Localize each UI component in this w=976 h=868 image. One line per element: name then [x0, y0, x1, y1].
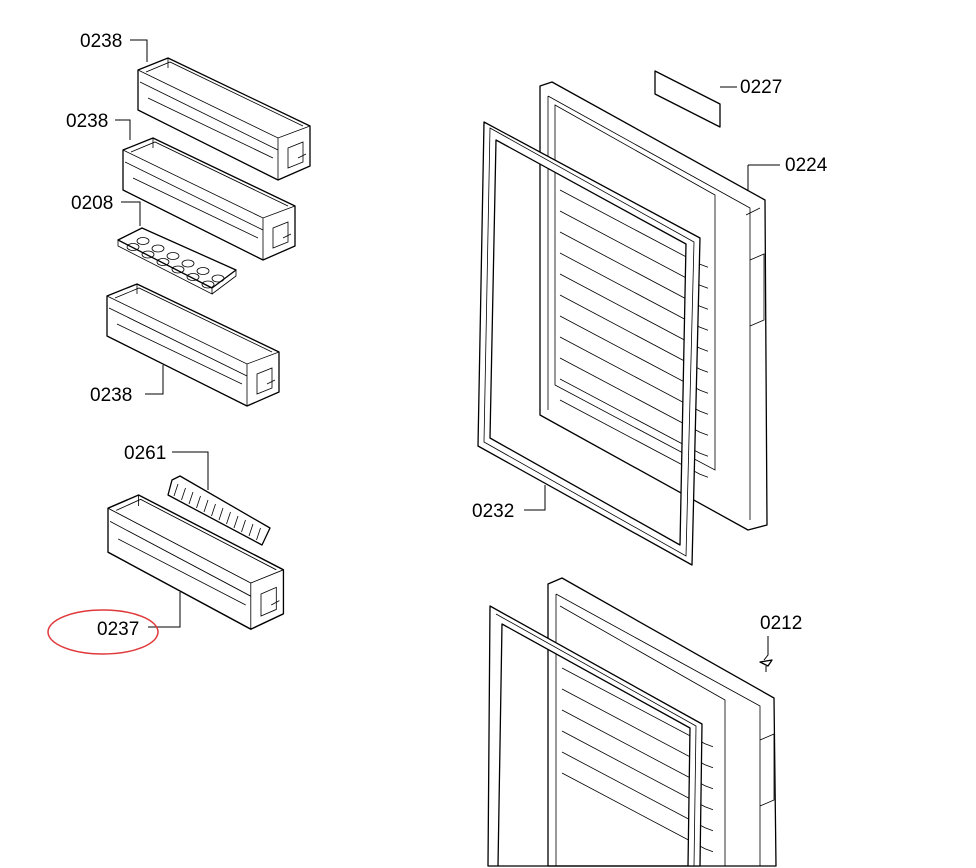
- divider-rib: [218, 507, 224, 521]
- upper-door-drawing[interactable]: [539, 81, 768, 531]
- divider-rib: [173, 483, 179, 497]
- door-slat: [561, 730, 714, 811]
- highlight-circle: [47, 609, 159, 655]
- divider-rib: [233, 515, 239, 529]
- door-slat: [559, 231, 709, 310]
- divider-rib: [256, 527, 261, 541]
- divider-drawing[interactable]: [167, 475, 271, 546]
- door-slat: [561, 751, 714, 832]
- egg-cup: [151, 244, 165, 253]
- egg-cup: [211, 274, 225, 283]
- divider-rib: [196, 495, 201, 509]
- label-0238-third: 0238: [90, 385, 132, 406]
- label-0238-top: 0238: [80, 31, 122, 52]
- leader-lines: [115, 39, 780, 661]
- door-slat: [561, 709, 714, 790]
- egg-cup: [196, 267, 210, 275]
- door-slat: [559, 357, 709, 436]
- divider-rib: [248, 523, 254, 537]
- egg-tray-drawing[interactable]: [117, 227, 237, 295]
- door-slat: [559, 273, 709, 352]
- door-slat: [559, 315, 709, 394]
- door-slat: [559, 378, 709, 457]
- shelf-third-drawing[interactable]: [106, 283, 280, 407]
- label-0261: 0261: [124, 443, 166, 464]
- egg-cup: [126, 243, 140, 251]
- door-slat: [561, 667, 714, 748]
- door-slat: [559, 210, 709, 289]
- egg-cup: [171, 265, 185, 274]
- door-slat: [559, 294, 709, 373]
- label-0208: 0208: [71, 193, 113, 214]
- shelf-bottom-drawing[interactable]: [107, 494, 285, 630]
- nameplate-drawing[interactable]: [654, 70, 721, 128]
- label-0212: 0212: [760, 613, 802, 634]
- egg-cup: [181, 259, 195, 268]
- door-slat: [561, 688, 714, 769]
- divider-rib: [211, 503, 216, 517]
- label-0237: 0237: [97, 619, 139, 640]
- lower-gasket-drawing[interactable]: [487, 605, 703, 867]
- upper-gasket-drawing[interactable]: [477, 121, 701, 566]
- divider-rib: [226, 511, 231, 525]
- divider-rib: [181, 487, 186, 501]
- door-slat: [559, 252, 709, 331]
- divider-rib: [241, 519, 246, 533]
- door-slat: [559, 336, 709, 415]
- door-slat: [559, 399, 709, 478]
- label-0224: 0224: [785, 155, 828, 176]
- egg-cup: [156, 258, 170, 266]
- egg-cup: [141, 250, 155, 259]
- door-slat: [561, 772, 714, 853]
- egg-cup: [201, 280, 215, 289]
- label-0238-second: 0238: [66, 111, 108, 132]
- egg-cup: [136, 237, 150, 245]
- screw-drawing[interactable]: [759, 659, 773, 672]
- egg-cup: [186, 273, 200, 281]
- divider-rib: [188, 491, 194, 505]
- label-0227: 0227: [740, 77, 782, 98]
- egg-cup: [166, 252, 180, 260]
- label-0232: 0232: [472, 501, 514, 522]
- divider-rib: [203, 499, 209, 513]
- lower-door-drawing[interactable]: [547, 577, 777, 867]
